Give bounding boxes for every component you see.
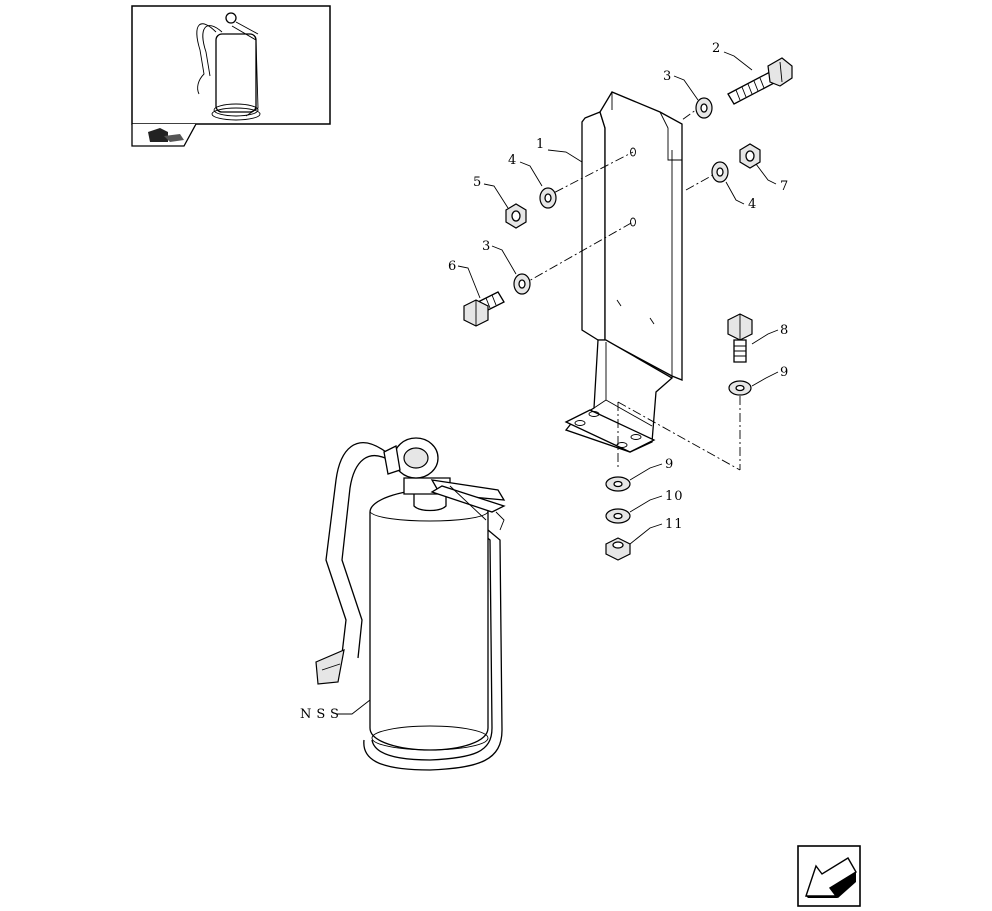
label-part-4-right: 4 <box>748 197 757 212</box>
thumbnail-extinguisher-icon <box>196 12 261 121</box>
arrow-back-icon <box>805 857 857 898</box>
part-labels: 1 2 3 3 4 4 5 6 7 8 9 9 10 11 NSS <box>300 41 789 722</box>
label-part-4-left: 4 <box>508 153 517 168</box>
washer-part-4-left <box>539 187 557 209</box>
thumbnail-preview[interactable] <box>131 5 331 147</box>
leader-lines <box>336 51 779 715</box>
label-part-2: 2 <box>712 41 721 56</box>
washer-part-10 <box>605 508 631 524</box>
bracket-part-1 <box>564 91 683 453</box>
washer-part-3-left <box>513 273 531 295</box>
label-part-9-bottom: 9 <box>665 457 674 472</box>
label-part-3-top: 3 <box>663 69 672 84</box>
label-part-6: 6 <box>448 259 457 274</box>
nut-part-5 <box>505 203 527 229</box>
nut-part-7 <box>739 143 761 169</box>
washer-part-3-top <box>695 97 713 119</box>
label-part-3-left: 3 <box>482 239 491 254</box>
label-part-10: 10 <box>665 489 684 504</box>
book-hand-icon[interactable] <box>148 128 184 142</box>
fire-extinguisher-assembly <box>315 437 506 771</box>
label-part-9-right: 9 <box>780 365 789 380</box>
label-part-7: 7 <box>780 179 789 194</box>
bolt-part-2 <box>727 57 793 105</box>
label-nss: NSS <box>300 707 344 722</box>
label-part-8: 8 <box>780 323 789 338</box>
washer-part-9-right <box>728 380 752 396</box>
washer-part-9-bottom <box>605 476 631 492</box>
bolt-part-6 <box>463 291 505 327</box>
label-part-5: 5 <box>473 175 482 190</box>
label-part-11: 11 <box>665 517 684 532</box>
nut-part-11 <box>605 537 631 561</box>
washer-part-4-right <box>711 161 729 183</box>
bolt-part-8 <box>727 313 753 363</box>
label-part-1: 1 <box>536 137 545 152</box>
next-page-button[interactable] <box>797 845 861 907</box>
